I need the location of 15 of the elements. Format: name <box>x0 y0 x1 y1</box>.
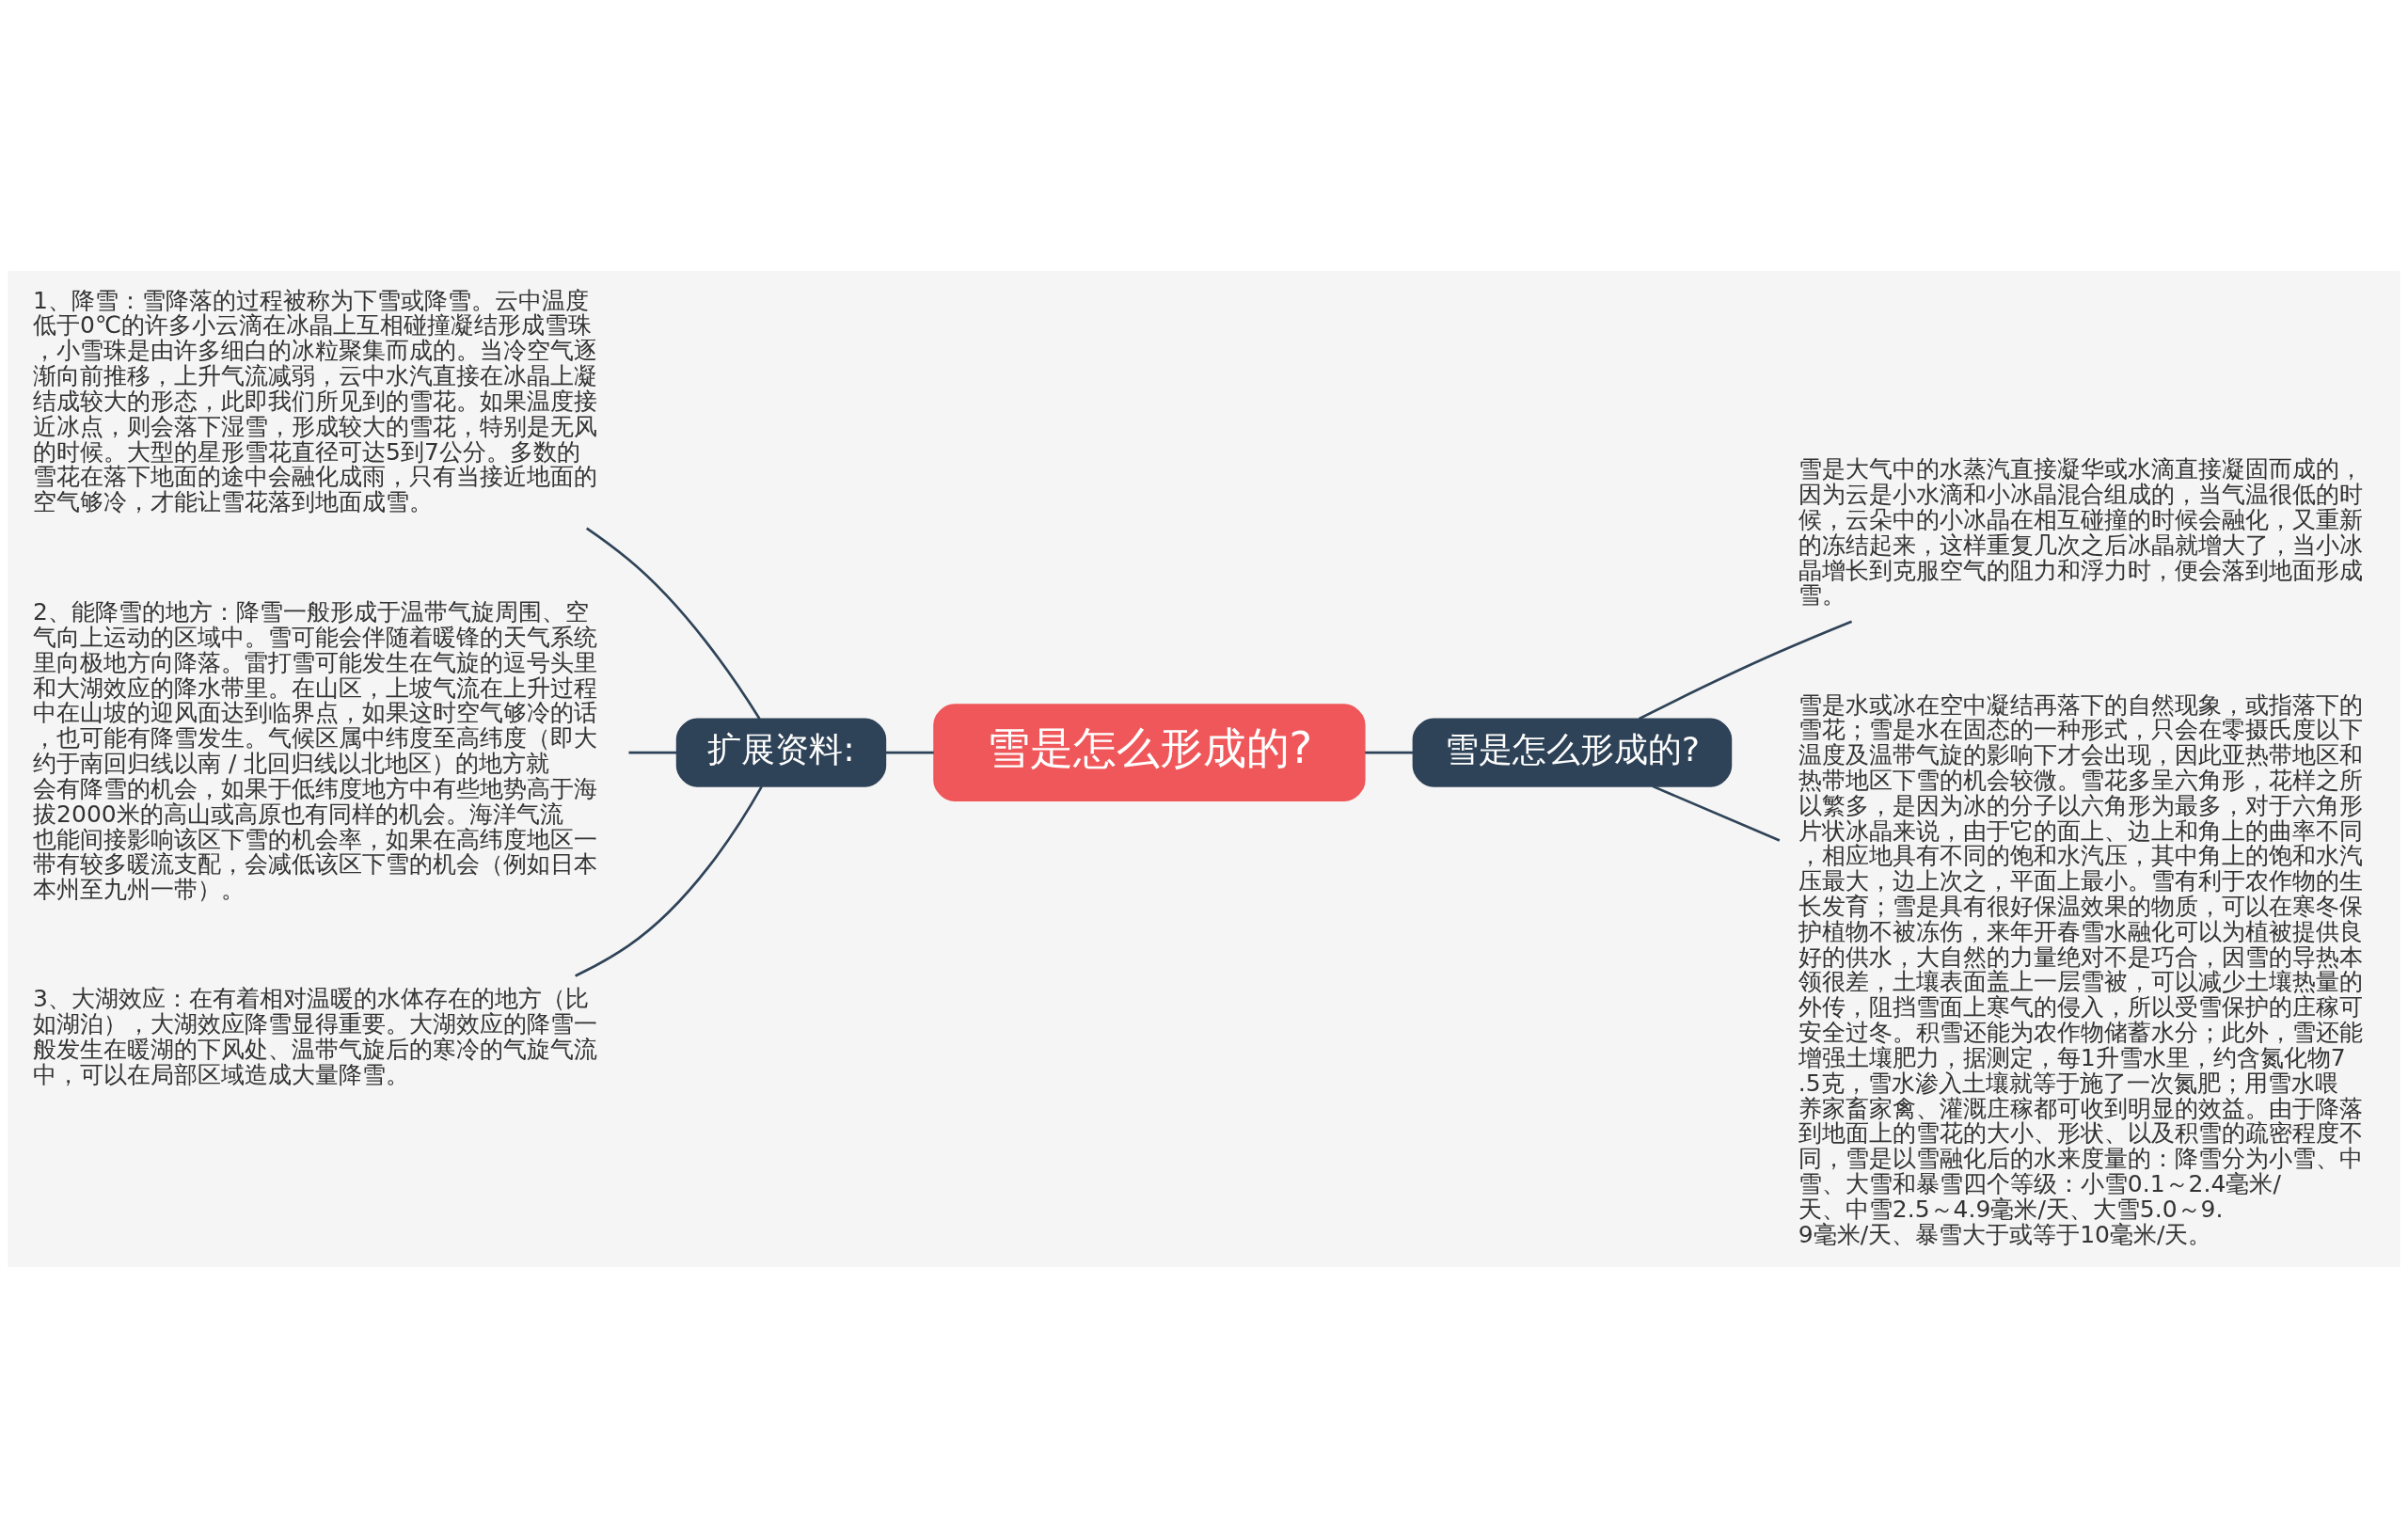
connector <box>885 751 934 753</box>
node-box: 雪是怎么形成的? <box>933 703 1366 801</box>
node-text: 雪是大气中的水蒸汽直接凝华或水滴直接凝固而成的，因为云是小水滴和小冰晶混合组成的，当气温很低的时候，云朵中的小冰晶在相互碰撞的时候会融化，又重新的冻结起来，这样重复几次之后冰晶就增大了，当小冰晶增长到克服空气的阻力和浮力时，便会落到地面形成雪。 <box>1798 454 2363 609</box>
node-box: 雪是怎么形成的? <box>1412 717 1733 787</box>
node-text: 1、降雪：雪降落的过程被称为下雪或降雪。云中温度低于0℃的许多小云滴在冰晶上互相碰撞凝结形成雪珠，小雪珠是由许多细白的冰粒聚集而成的。当冷空气逐渐向前推移，上升气流减弱，云中水汽直接在冰晶上凝结成较大的形态，此即我们所见到的雪花。如果温度接近冰点，则会落下湿雪，形成较大的雪花，特别是无风的时候。大型的星形雪花直径可达5到7公分。多数的雪花在落下地面的途中会融化成雨，只有当接近地面的空气够冷，才能让雪花落到地面成雪。 <box>33 286 598 515</box>
connector <box>575 784 763 977</box>
node-text: 雪是水或冰在空中凝结再落下的自然现象，或指落下的雪花；雪是水在固态的一种形式，只会在零摄氏度以下温度及温带气旋的影响下才会出现，因此亚热带地区和热带地区下雪的机会较微。雪花多呈六角形，花样之所以繁多，是因为冰的分子以六角形为最多，对于六角形片状冰晶来说，由于它的面上、边上和角上的曲率不同，相应地具有不同的饱和水汽压，其中角上的饱和水汽压最大，边上次之，平面上最小。雪有利于农作物的生长发育；雪是具有很好保温效果的物质，可以在寒冬保护植物不被冻伤，来年开春雪水融化可以为植被提供良好的供水，大自然的力量绝对不是巧合，因雪的导热本领很差，土壤表面盖上一层雪被，可以减少土壤热量的外传，阻挡雪面上寒气的侵入，所以受雪保护的庄稼可安全过冬。积雪还能为农作物储蓄水分；此外，雪还能增强土壤肥力，据测定，每1升雪水里，约含氮化物7.5克，雪水渗入土壤就等于施了一次氮肥；用雪水喂养家畜家禽、灌溉庄稼都可收到明显的效益。由于降落到地面上的雪花的大小、形状、以及积雪的疏密程度不同，雪是以雪融化后的水来度量的：降雪分为小雪、中雪、大雪和暴雪四个等级：小雪0.1～2.4毫米/天、中雪2.5～4.9毫米/天、大雪5.0～9.9毫米/天、暴雪大于或等于10毫米/天。 <box>1798 690 2363 1248</box>
connector <box>628 751 677 753</box>
connector <box>1638 620 1853 720</box>
node-text: 2、能降雪的地方：降雪一般形成于温带气旋周围、空气向上运动的区域中。雪可能会伴随着暖锋的天气系统里向极地方向降落。雷打雪可能发生在气旋的逗号头里和大湖效应的降水带里。在山区，上坡气流在上升过程中在山坡的迎风面达到临界点，如果这时空气够冷的话，也可能有降雪发生。气候区属中纬度至高纬度（即大约于南回归线以南 / 北回归线以北地区）的地方就会有降雪的机会，如果于低纬度地方中有些地势高于海拔2000米的高山或高原也有同样的机会。海洋气流也能间接影响该区下雪的机会率，如果在高纬度地区一带有较多暖流支配，会减低该区下雪的机会（例如日本本州至九州一带）。 <box>33 597 598 903</box>
connector <box>1365 751 1414 753</box>
node-box: 扩展资料: <box>675 717 887 787</box>
connector <box>585 527 761 720</box>
connector <box>1652 784 1781 842</box>
node-text: 3、大湖效应：在有着相对温暖的水体存在的地方（比如湖泊），大湖效应降雪显得重要。大湖效应的降雪一般发生在暖湖的下风处、温带气旋后的寒冷的气旋气流中，可以在局部区域造成大量降雪。 <box>33 984 598 1088</box>
